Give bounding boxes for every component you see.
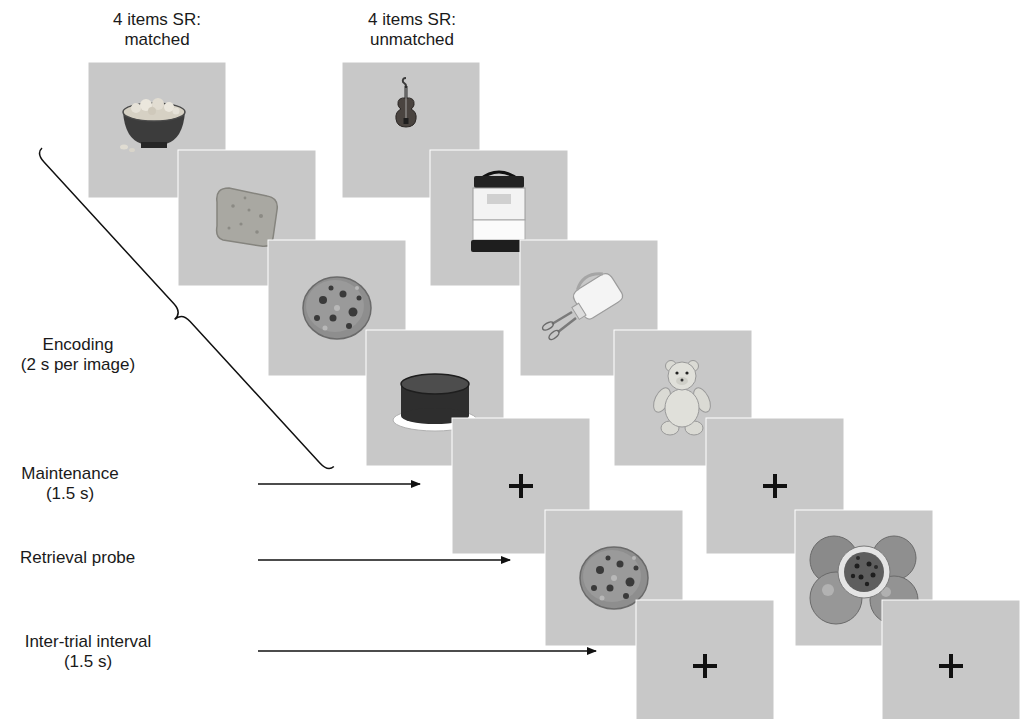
passion-fruit-image: [822, 584, 834, 596]
toast-image: [239, 222, 242, 225]
stimulus-frame: [636, 600, 774, 719]
lantern-image: [473, 188, 525, 220]
hand-mixer-image: [574, 269, 603, 290]
stage-label: Encoding (2 s per image): [21, 335, 135, 374]
hand-mixer-image: [541, 266, 625, 341]
fixation-cross: [509, 474, 533, 498]
stage-label: 4 items SR: matched: [113, 10, 201, 49]
hand-mixer-image: [547, 329, 560, 341]
stimulus-frame: [636, 600, 774, 719]
teddy-bear-image: [676, 377, 688, 385]
cereal-bowl-image: [120, 145, 128, 150]
teddy-bear-image: [685, 371, 688, 374]
cookie-image: [303, 277, 371, 339]
passion-fruit-image: [844, 552, 884, 592]
passion-fruit-image: [838, 546, 890, 598]
hand-mixer-image: [558, 318, 576, 332]
toast-image: [228, 227, 231, 230]
stage-label-box: Maintenance (1.5 s): [21, 464, 118, 504]
toast-image: [217, 188, 278, 246]
toast-image: [231, 204, 235, 208]
passion-fruit-image: [865, 582, 869, 586]
fixation-cross: [939, 654, 963, 678]
passion-fruit-image: [855, 564, 860, 569]
teddy-bear-image: [675, 371, 678, 374]
teddy-bear-image: [681, 379, 684, 382]
lantern-image: [487, 194, 511, 204]
lantern-image: [474, 176, 524, 188]
toast-image: [255, 230, 259, 234]
lantern-image: [471, 240, 527, 252]
hand-mixer-image: [571, 271, 625, 321]
stage-label-box: 4 items SR: unmatched: [368, 10, 456, 50]
cereal-bowl-image: [141, 142, 167, 148]
toast-image: [248, 209, 251, 212]
stage-label-box: Inter-trial interval (1.5 s): [25, 632, 152, 672]
leader-arrow: [258, 483, 420, 484]
stimulus-frame: [882, 600, 1020, 719]
passion-fruit-image: [867, 562, 872, 567]
stage-label: Retrieval probe: [20, 548, 135, 567]
stage-label: 4 items SR: unmatched: [368, 10, 456, 49]
passion-fruit-image: [856, 556, 860, 560]
violin-image: [403, 78, 406, 86]
stimulus-frame: [882, 600, 1020, 719]
stage-label-box: Retrieval probe: [20, 548, 135, 568]
cereal-bowl-image: [148, 107, 156, 115]
cereal-bowl-image: [129, 148, 135, 152]
stage-label-box: 4 items SR: matched: [113, 10, 201, 50]
leader-arrow: [258, 559, 510, 560]
passion-fruit-image: [874, 565, 878, 569]
passion-fruit-image: [851, 574, 855, 578]
teddy-bear-image: [665, 389, 699, 427]
teddy-bear-image: [668, 362, 696, 390]
toast-image: [244, 197, 247, 200]
hand-mixer-image: [562, 266, 625, 325]
fixation-cross: [693, 654, 717, 678]
toast-image: [217, 188, 278, 246]
stage-label: Inter-trial interval (1.5 s): [25, 632, 152, 671]
teddy-bear-image: [650, 361, 714, 436]
fixation-cross: [763, 474, 787, 498]
violin-image: [404, 118, 409, 124]
passion-fruit-image: [871, 573, 876, 578]
violin-image: [406, 88, 407, 123]
cereal-bowl-image: [120, 98, 185, 152]
cake-image: [401, 374, 469, 394]
cereal-bowl-image: [164, 102, 174, 112]
lantern-image: [473, 220, 525, 240]
hand-mixer-image: [541, 320, 554, 331]
cereal-bowl-image: [131, 103, 141, 113]
stage-label-box: Encoding (2 s per image): [21, 335, 135, 375]
toast-image: [259, 214, 263, 218]
cereal-bowl-image: [173, 108, 180, 115]
violin-image: [396, 78, 416, 127]
passion-fruit-image: [859, 575, 864, 580]
hand-mixer-image: [572, 303, 586, 319]
stage-label: Maintenance (1.5 s): [21, 464, 118, 503]
leader-arrow: [258, 650, 596, 651]
encoding-bracket: [29, 148, 334, 479]
lantern-image: [471, 172, 527, 252]
